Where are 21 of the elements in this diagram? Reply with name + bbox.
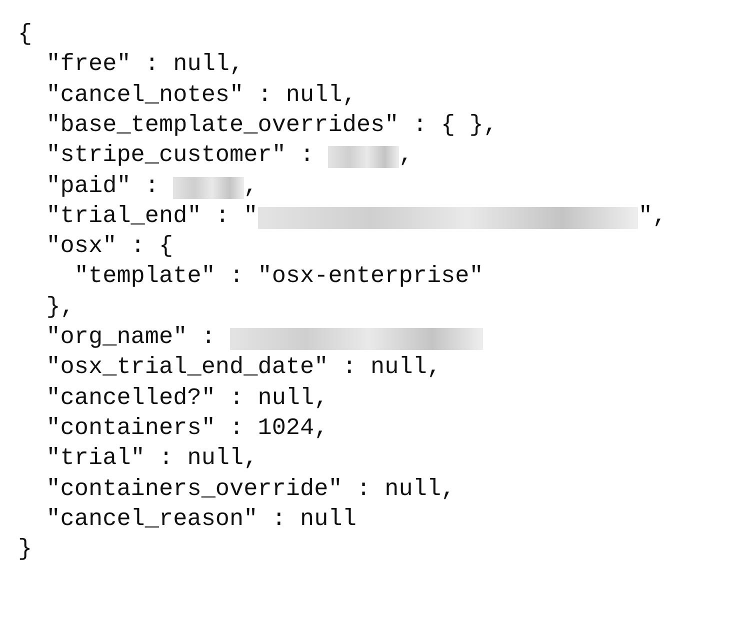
code-text: ,: [398, 141, 413, 172]
code-text: "free" : null,: [46, 50, 244, 80]
code-text: "org_name" :: [46, 323, 216, 353]
code-text: "base_template_overrides" : { },: [46, 110, 498, 141]
code-text: "cancel_notes" : null,: [46, 80, 356, 111]
code-text: "osx" : {: [46, 232, 174, 262]
code-text: "containers" : 1024,: [46, 414, 328, 444]
code-text: }: [18, 535, 32, 566]
code-text: ,: [244, 172, 258, 202]
code-text: "stripe_customer" :: [46, 141, 314, 172]
code-text: {: [18, 20, 32, 50]
code-text: "cancel_reason" : null: [46, 504, 356, 535]
code-text: ",: [638, 202, 667, 232]
code-text: "trial" : null,: [46, 444, 258, 474]
code-text: "cancelled?" : null,: [46, 384, 328, 414]
code-text: "containers_override" : null,: [46, 474, 456, 504]
code-text: "paid" :: [46, 172, 160, 202]
code-text: "template" : "osx-enterprise": [74, 262, 484, 292]
code-text: },: [46, 292, 74, 323]
code-text: "osx_trial_end_date" : null,: [46, 353, 442, 384]
code-text: "trial_end" : ": [46, 202, 258, 232]
